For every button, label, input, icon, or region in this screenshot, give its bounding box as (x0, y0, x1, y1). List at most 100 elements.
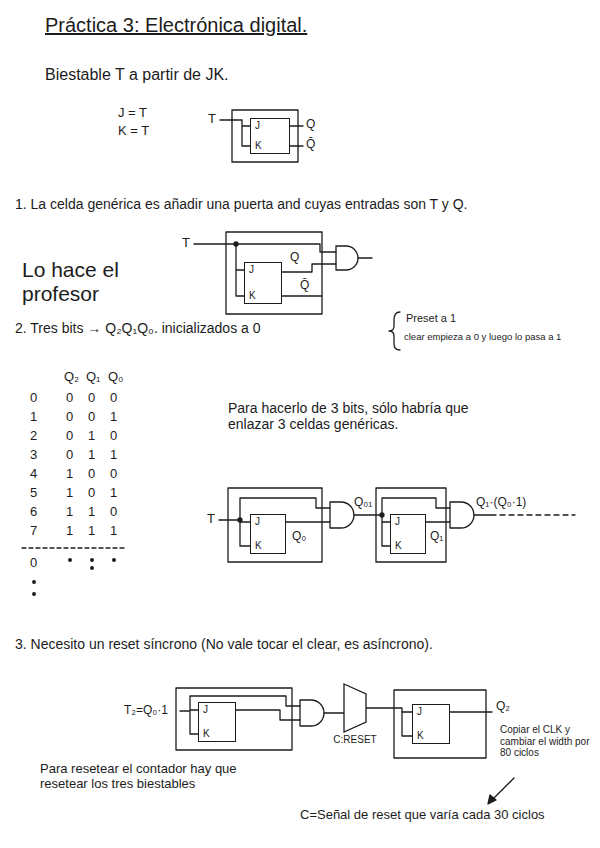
signal-name: Q₀ (292, 530, 306, 544)
truth-table-cell: 1 (88, 429, 95, 444)
note: Para resetear el contador hay que resete… (40, 762, 260, 792)
note: Copiar el CLK y cambiar el width por 80 … (500, 724, 592, 759)
signal-name: J = T (118, 106, 147, 121)
truth-table-cell: 0 (30, 391, 37, 406)
truth-table-cell: 1 (110, 410, 117, 425)
truth-table-cell: 4 (30, 467, 37, 482)
signal-name: Q₁·(Q₀·1) (476, 496, 526, 510)
truth-table-cell: 0 (66, 448, 73, 463)
annotation-arrow (488, 795, 496, 804)
truth-table-cell: 0 (88, 486, 95, 501)
signal-name: Q̄ (300, 279, 309, 293)
truth-table-cell: 1 (66, 467, 73, 482)
reset-cell (176, 688, 292, 750)
truth-table-cell: 7 (30, 524, 37, 539)
table-marks (91, 567, 94, 570)
pin-name: J (395, 516, 400, 528)
pin-name: J (255, 516, 260, 528)
note: Lo hace el profesor (22, 258, 142, 306)
note: clear empieza a 0 y luego lo pasa a 1 (404, 332, 590, 343)
multiplexer-outline (330, 682, 380, 734)
note: Preset a 1 (406, 312, 456, 325)
signal-name: T (182, 236, 190, 251)
generic-cell (234, 242, 238, 246)
reset-cell (394, 690, 492, 758)
truth-table-cell: 1 (88, 524, 95, 539)
truth-table-cell: Q₀ (108, 370, 124, 385)
counter-cell (376, 488, 575, 562)
counter-cell (450, 502, 474, 528)
section-heading: 1. La celda genérica es añadir una puert… (15, 196, 467, 212)
signal-name: Q₁ (430, 530, 443, 544)
counter-cell (500, 514, 575, 515)
counter-cell (228, 488, 322, 562)
signal-name: T (208, 112, 216, 127)
truth-table-cell: 0 (30, 556, 37, 571)
truth-table-cell: 1 (66, 486, 73, 501)
truth-table-cell: 0 (88, 391, 95, 406)
pin-name: K (249, 290, 256, 302)
counter-cell (354, 514, 382, 515)
truth-table-cell: 1 (88, 505, 95, 520)
table-marks (22, 547, 125, 548)
multiplexer-outline (344, 684, 366, 732)
pin-name: J (203, 704, 208, 716)
pin-name: J (249, 264, 254, 276)
section-heading: Biestable T a partir de JK. (45, 66, 229, 84)
jk-flip-flop: JK (250, 118, 290, 154)
pin-name: K (255, 140, 262, 152)
truth-table-cell: 1 (110, 448, 117, 463)
table-marks (33, 593, 36, 596)
brace (389, 312, 400, 350)
signal-name: Q (290, 251, 299, 265)
counter-cell (380, 513, 384, 517)
table-marks (91, 559, 94, 562)
truth-table-cell: Q₁ (86, 370, 101, 385)
table-marks (33, 581, 36, 584)
select-signal: C:RESET (333, 734, 376, 746)
table-marks (113, 559, 116, 562)
truth-table-cell: 5 (30, 486, 37, 501)
truth-table-cell: 1 (88, 448, 95, 463)
ink (22, 110, 575, 804)
counter-cell (474, 514, 496, 515)
table-marks (22, 548, 125, 595)
generic-cell (194, 232, 372, 314)
truth-table-cell: 0 (88, 410, 95, 425)
signal-name: Q₀₁ (354, 496, 372, 510)
pin-name: K (203, 728, 210, 740)
annotation-arrow (491, 778, 514, 801)
note: C=Señal de reset que varía cada 30 ciclo… (300, 808, 545, 823)
reset-cell (324, 712, 344, 713)
multiplexer: C:RESET (330, 682, 380, 746)
truth-table-cell: 6 (30, 505, 37, 520)
truth-table-cell: 1 (30, 410, 37, 425)
section-heading: 3. Necesito un reset síncrono (No vale t… (15, 636, 433, 652)
signal-name: Q̄ (306, 138, 315, 152)
truth-table-cell: 0 (66, 429, 73, 444)
truth-table-cell: 0 (110, 505, 117, 520)
signal-name: Q₂ (496, 700, 510, 714)
truth-table-cell: 1 (66, 505, 73, 520)
reset-cell (300, 700, 324, 726)
truth-table-cell: 0 (110, 429, 117, 444)
truth-table-cell: 0 (110, 467, 117, 482)
pin-name: J (417, 706, 422, 718)
t-flip-flop-cell (220, 110, 303, 162)
table-marks (69, 559, 72, 562)
truth-table-cell: 1 (110, 524, 117, 539)
pin-name: J (255, 120, 260, 132)
annotation-arrow (488, 778, 514, 804)
signal-name: T (207, 512, 215, 527)
pin-name: K (395, 540, 402, 552)
signal-name: K = T (118, 124, 149, 139)
page-title: Práctica 3: Electrónica digital. (45, 14, 307, 37)
reset-cell (176, 688, 344, 750)
signal-name: Q (306, 118, 315, 132)
generic-cell (336, 246, 358, 270)
signal-wire (366, 708, 412, 712)
truth-table-cell: 0 (66, 410, 73, 425)
pin-name: K (255, 540, 262, 552)
truth-table-cell: 1 (110, 486, 117, 501)
